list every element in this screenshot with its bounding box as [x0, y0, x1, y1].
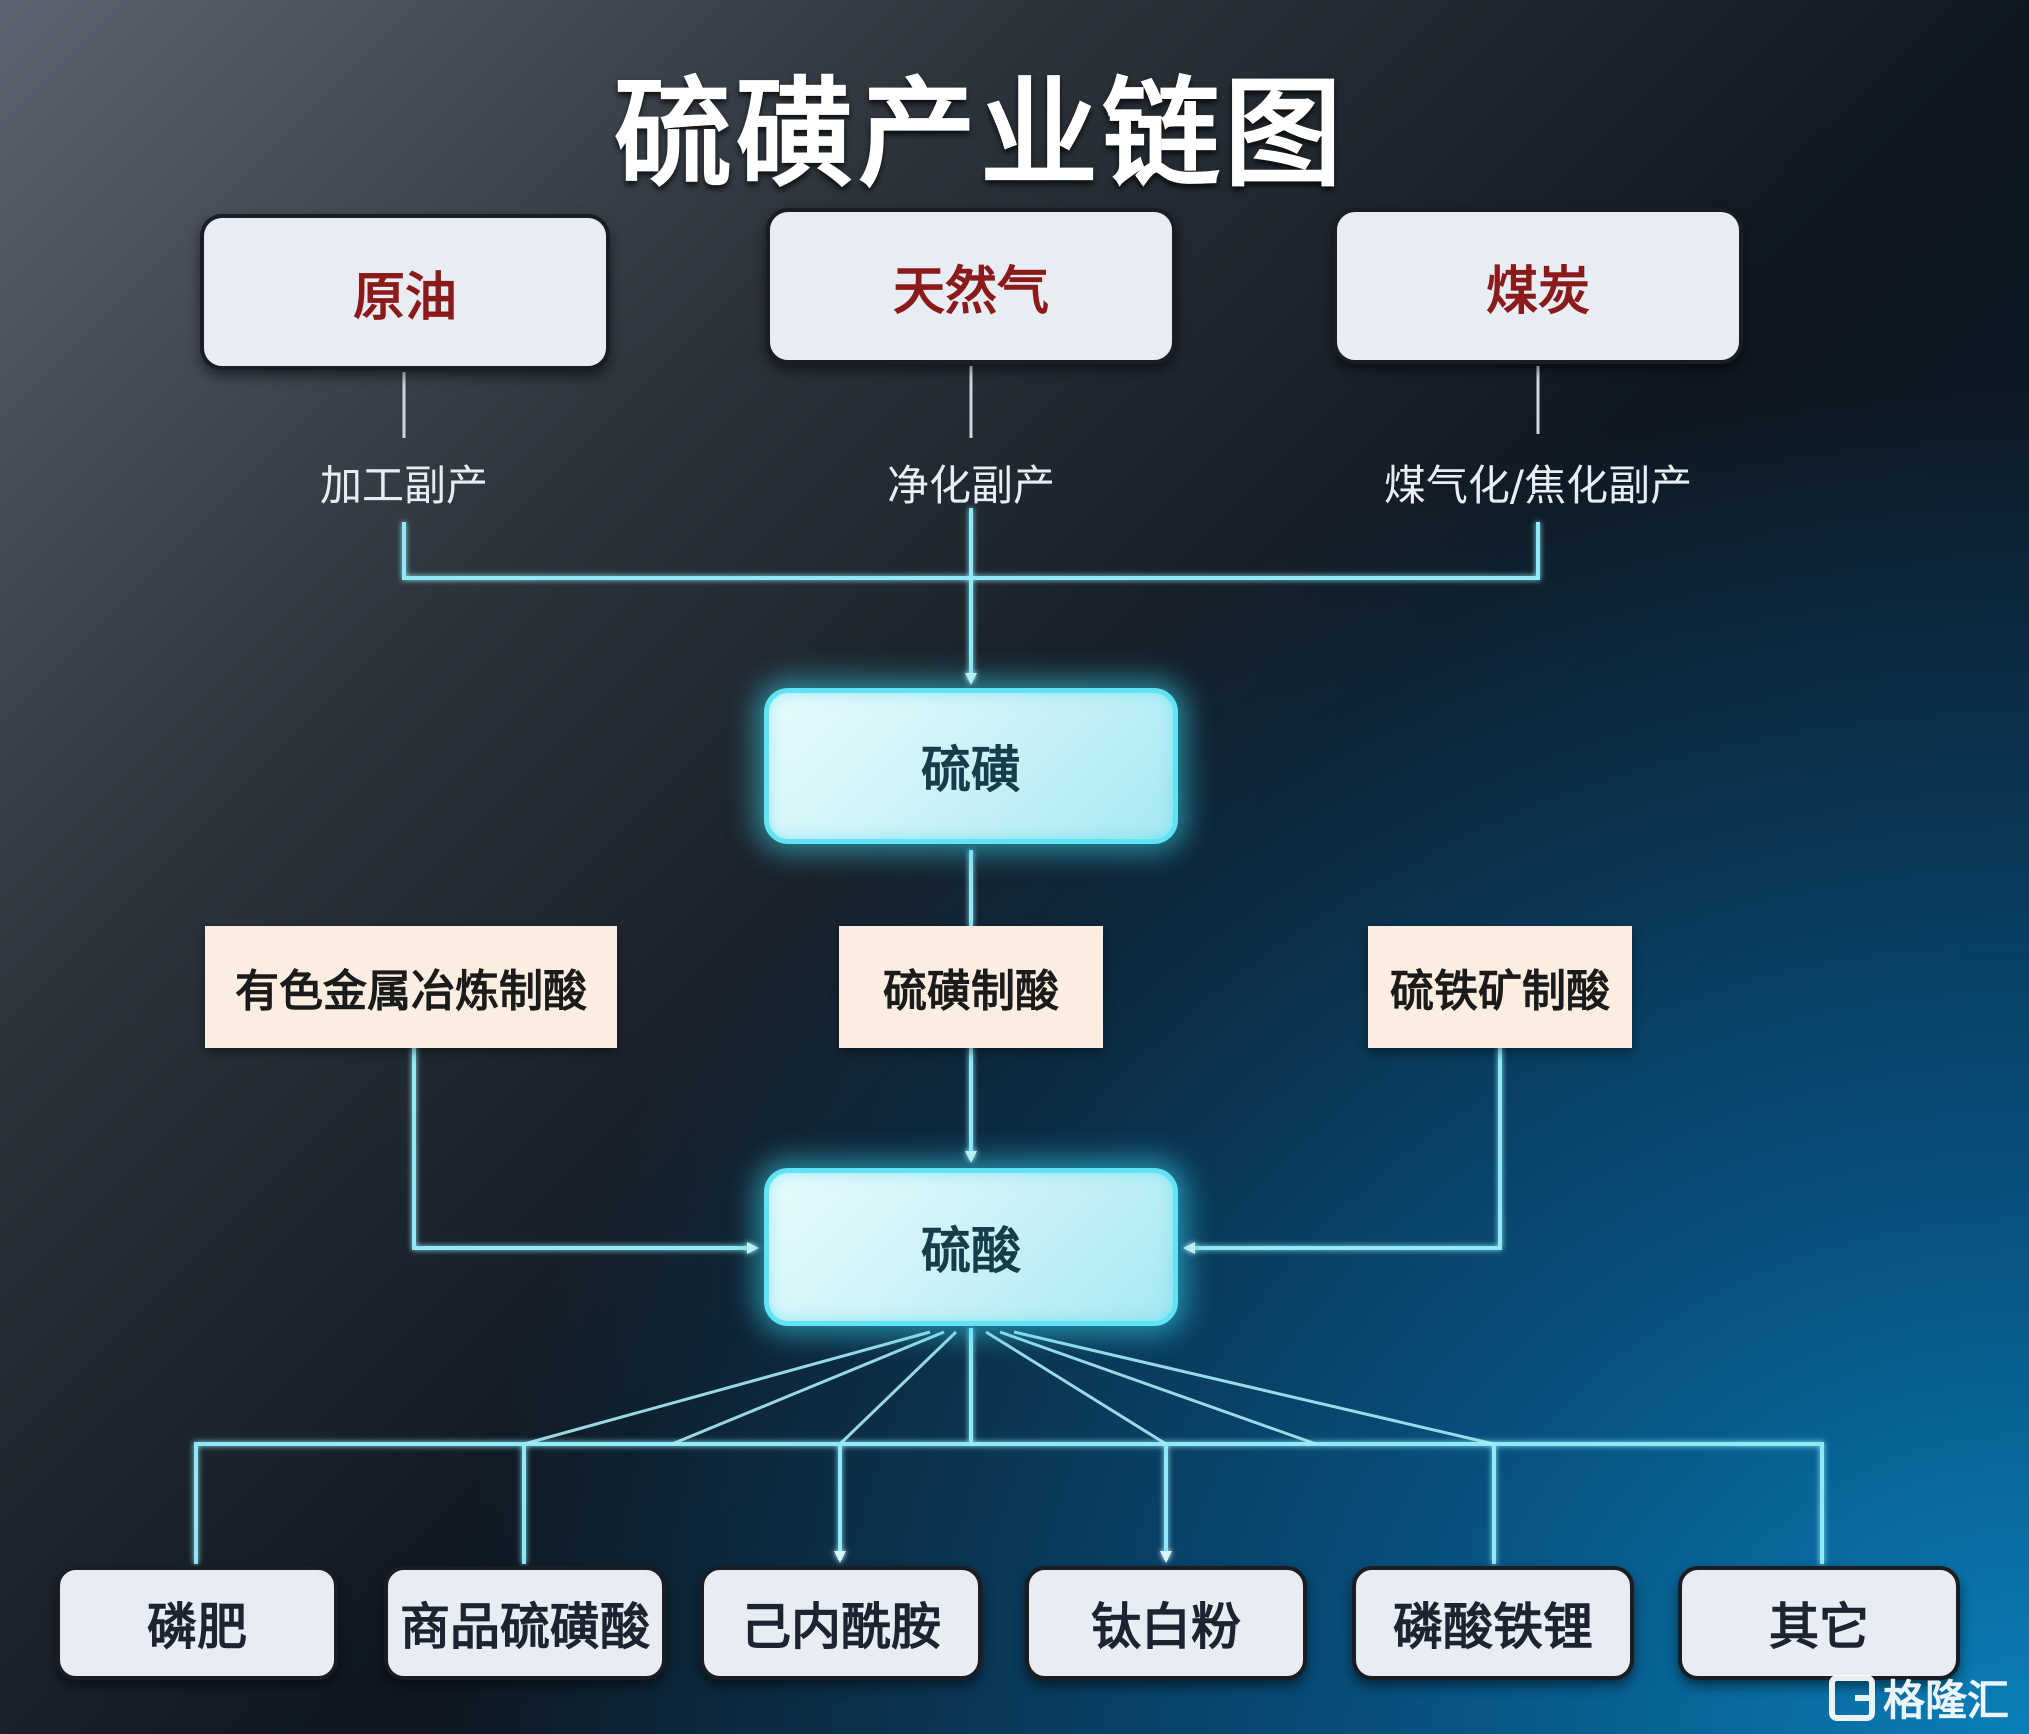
product-commercial-sulfuric-acid: 商品硫磺酸	[384, 1566, 666, 1680]
source-label: 煤炭	[1485, 261, 1590, 322]
process-label-refining: 加工副产	[319, 461, 488, 510]
route-pyrite-to-acid: 硫铁矿制酸	[1368, 926, 1632, 1048]
watermark-text: 格隆汇	[1882, 1676, 2009, 1725]
route-label: 硫磺制酸	[883, 966, 1059, 1017]
product-phosphate-fertilizer: 磷肥	[56, 1566, 338, 1680]
product-label: 钛白粉	[1091, 1598, 1241, 1656]
source-coal: 煤炭	[1333, 208, 1743, 364]
logo-icon	[1828, 1674, 1875, 1721]
sulfur-node: 硫磺	[764, 688, 1178, 844]
product-lithium-iron-phosphate: 磷酸铁锂	[1352, 1566, 1634, 1680]
sulfuric-acid-node: 硫酸	[764, 1168, 1178, 1326]
route-label: 有色金属冶炼制酸	[235, 966, 587, 1017]
source-natural-gas: 天然气	[766, 208, 1176, 364]
process-label-purification: 净化副产	[886, 461, 1055, 510]
route-label: 硫铁矿制酸	[1390, 966, 1610, 1017]
sulfur-label: 硫磺	[921, 741, 1021, 799]
watermark: 格隆汇	[1828, 1667, 2009, 1728]
source-label: 原油	[352, 267, 457, 328]
product-titanium-dioxide: 钛白粉	[1025, 1566, 1307, 1680]
route-sulfur-to-acid: 硫磺制酸	[839, 926, 1103, 1048]
route-nonferrous-smelting: 有色金属冶炼制酸	[205, 926, 617, 1048]
process-label-gasification: 煤气化/焦化副产	[1383, 461, 1693, 510]
product-label: 磷肥	[147, 1598, 247, 1656]
product-caprolactam: 己内酰胺	[700, 1566, 982, 1680]
product-label: 磷酸铁锂	[1393, 1598, 1593, 1656]
product-label: 商品硫磺酸	[400, 1598, 650, 1656]
source-label: 天然气	[892, 261, 1049, 322]
sulfuric-acid-label: 硫酸	[921, 1222, 1021, 1280]
page-title: 硫磺产业链图	[613, 65, 1346, 203]
source-crude-oil: 原油	[200, 214, 610, 370]
product-label: 己内酰胺	[741, 1598, 941, 1656]
product-other: 其它	[1678, 1566, 1960, 1680]
product-label: 其它	[1769, 1598, 1869, 1656]
